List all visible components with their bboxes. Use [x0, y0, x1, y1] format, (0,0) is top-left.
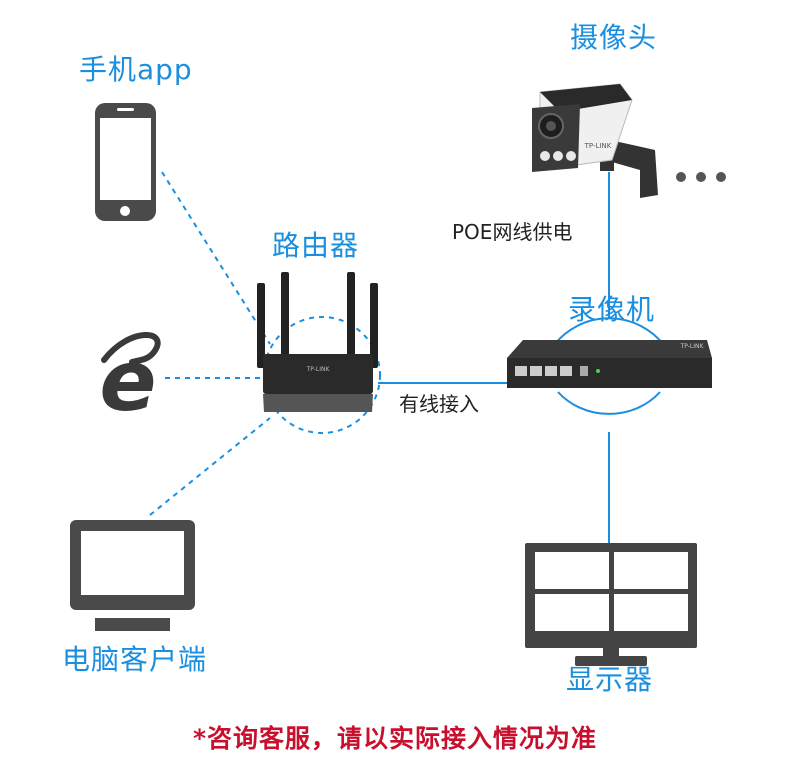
camera-icon: TP-LINK [532, 83, 658, 198]
nvr-icon: TP-LINK [507, 340, 712, 388]
phone-router-link [161, 171, 271, 345]
router-label: 路由器 [272, 229, 360, 262]
phone-icon [95, 103, 156, 221]
phone-label: 手机app [79, 53, 193, 86]
nvr-label: 录像机 [568, 293, 656, 326]
disclaimer-note: *咨询客服，请以实际接入情况为准 [192, 724, 598, 753]
monitor-label: 显示器 [566, 663, 654, 696]
poe-label: POE网线供电 [452, 220, 573, 244]
more-dots-icon [676, 172, 726, 182]
camera-label: 摄像头 [570, 21, 658, 54]
nvr-ring [553, 317, 665, 346]
nvr-ring-lower [557, 391, 661, 415]
display-monitor-icon [525, 543, 697, 666]
router-icon: TP-LINK [257, 272, 378, 412]
computer-monitor-icon [70, 520, 195, 631]
browser-e-icon: e [100, 332, 161, 430]
pc-label: 电脑客户端 [62, 643, 208, 676]
camera-brand: TP-LINK [584, 142, 612, 150]
pc-router-link [149, 417, 271, 516]
wired-label: 有线接入 [399, 392, 479, 416]
svg-text:e: e [100, 332, 157, 430]
nvr-brand: TP-LINK [680, 343, 705, 350]
router-brand: TP-LINK [306, 366, 331, 373]
